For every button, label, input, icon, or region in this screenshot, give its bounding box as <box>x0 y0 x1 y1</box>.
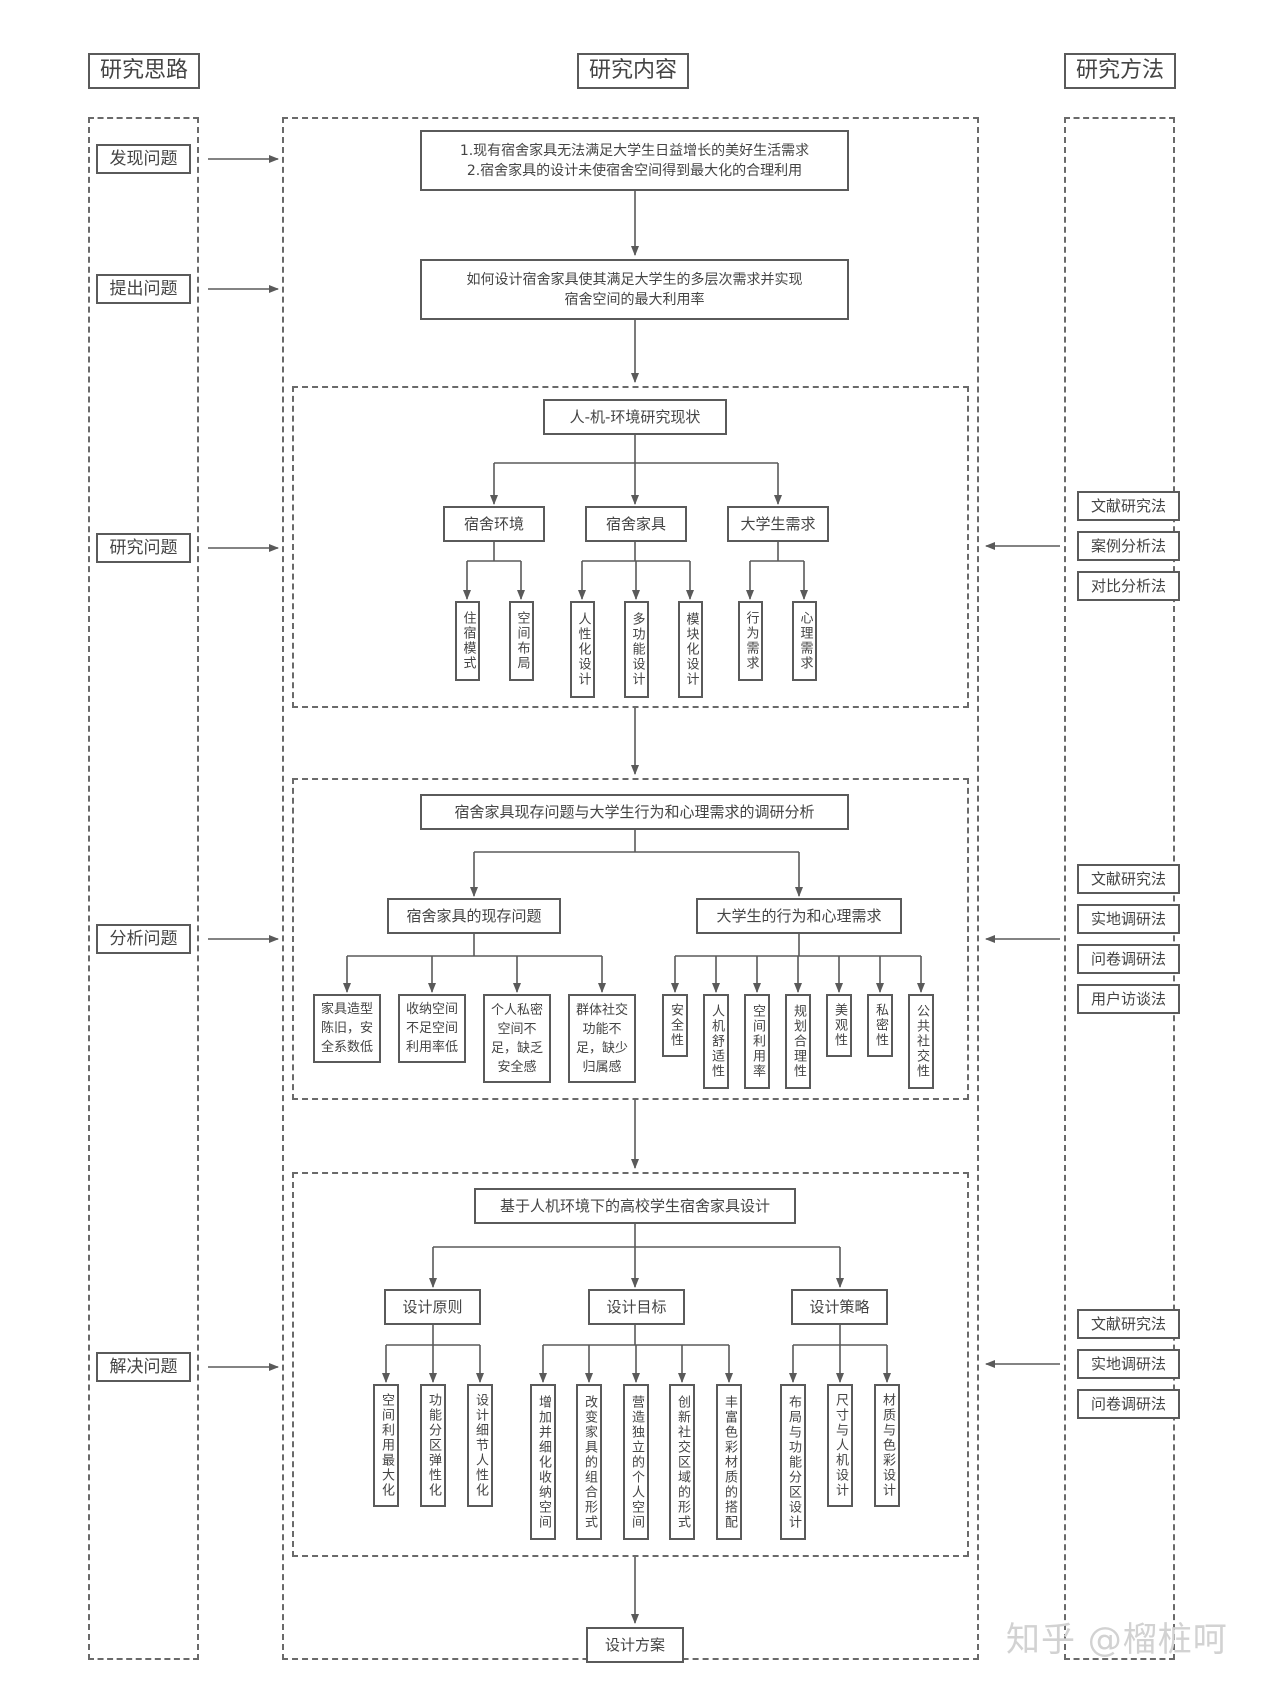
s2-problem-storage: 收纳空间 不足空间 利用率低 <box>398 994 466 1063</box>
s1-method-comparison: 对比分析法 <box>1077 571 1180 601</box>
step-analyze: 分析问题 <box>96 924 191 954</box>
s1-item-humanized-design: 人性化设计 <box>570 601 595 698</box>
s2-problem-3-line-4: 安全感 <box>497 1059 537 1075</box>
s3-strategy-size-ergonomics: 尺寸与人机设计 <box>827 1384 853 1507</box>
s2-need-space-utilization: 空间利用率 <box>744 994 770 1089</box>
s1-item-psych-needs: 心理需求 <box>792 601 817 681</box>
problem-box: 1.现有宿舍家具无法满足大学生日益增长的美好生活需求 2.宿舍家具的设计未使宿舍… <box>420 130 849 191</box>
s2-need-public-social: 公共社交性 <box>908 994 934 1089</box>
section2-title: 宿舍家具现存问题与大学生行为和心理需求的调研分析 <box>420 794 849 830</box>
s2-method-literature: 文献研究法 <box>1077 864 1180 894</box>
s1-item-behavior-needs: 行为需求 <box>738 601 763 681</box>
s3-strategy-layout-zoning: 布局与功能分区设计 <box>780 1384 806 1540</box>
s3-principle-humanized-detail: 设计细节人性化 <box>467 1384 493 1507</box>
s2-problem-4-line-4: 归属感 <box>582 1059 622 1075</box>
left-column-frame <box>88 117 199 1660</box>
final-design-plan: 设计方案 <box>586 1627 684 1663</box>
question-box: 如何设计宿舍家具使其满足大学生的多层次需求并实现 宿舍空间的最大利用率 <box>420 259 849 320</box>
center-column-header: 研究内容 <box>577 53 689 89</box>
section3-title: 基于人机环境下的高校学生宿舍家具设计 <box>474 1188 796 1224</box>
s2-problem-4-line-2: 功能不 <box>582 1021 622 1037</box>
s1-group-needs: 大学生需求 <box>727 506 829 542</box>
s3-strategy-material-color: 材质与色彩设计 <box>874 1384 900 1507</box>
s1-group-furniture: 宿舍家具 <box>585 506 687 542</box>
s2-need-planning-rationality: 规划合理性 <box>785 994 811 1089</box>
s2-problem-1-line-3: 全系数低 <box>320 1040 373 1055</box>
s3-method-field-survey: 实地调研法 <box>1077 1349 1180 1379</box>
s3-goal-social-area: 创新社交区域的形式 <box>669 1384 695 1540</box>
s1-group-environment: 宿舍环境 <box>443 506 545 542</box>
s2-need-ergonomic-comfort: 人机舒适性 <box>703 994 729 1089</box>
s2-method-questionnaire: 问卷调研法 <box>1077 944 1180 974</box>
right-column-header: 研究方法 <box>1064 53 1176 89</box>
step-propose: 提出问题 <box>96 274 191 304</box>
left-column-header: 研究思路 <box>88 53 200 89</box>
s2-need-safety: 安全性 <box>662 994 688 1057</box>
s3-goal-storage: 增加并细化收纳空间 <box>530 1384 556 1540</box>
s3-principle-flexible-zoning: 功能分区弹性化 <box>420 1384 446 1507</box>
s2-group-problems: 宿舍家具的现存问题 <box>387 898 561 934</box>
section3-frame <box>292 1172 969 1557</box>
s1-item-space-layout: 空间布局 <box>509 601 534 681</box>
s3-group-principles: 设计原则 <box>384 1289 481 1325</box>
s2-problem-2-line-3: 利用率低 <box>405 1040 458 1055</box>
step-research: 研究问题 <box>96 533 191 563</box>
step-discover: 发现问题 <box>96 144 191 174</box>
s3-method-literature: 文献研究法 <box>1077 1309 1180 1339</box>
s3-goal-combination: 改变家具的组合形式 <box>576 1384 602 1540</box>
s1-method-case-analysis: 案例分析法 <box>1077 531 1180 561</box>
s2-problem-privacy: 个人私密 空间不 足，缺乏 安全感 <box>483 994 551 1083</box>
s3-goal-color-material: 丰富色彩材质的搭配 <box>716 1384 742 1540</box>
s1-item-living-mode: 住宿模式 <box>455 601 480 681</box>
s2-problem-1-line-2: 陈旧，安 <box>320 1021 373 1036</box>
zhihu-watermark: 知乎 @榴桩呵 <box>1006 1620 1228 1660</box>
s2-method-field-survey: 实地调研法 <box>1077 904 1180 934</box>
problem-line-2: 2.宿舍家具的设计未使宿舍空间得到最大化的合理利用 <box>466 162 803 179</box>
s2-problem-outdated-style: 家具造型 陈旧，安 全系数低 <box>313 994 381 1063</box>
s2-method-user-interview: 用户访谈法 <box>1077 984 1180 1014</box>
section2-frame <box>292 778 969 1100</box>
s2-problem-3-line-2: 空间不 <box>497 1021 537 1037</box>
s3-method-questionnaire: 问卷调研法 <box>1077 1389 1180 1419</box>
s3-goal-private-space: 营造独立的个人空间 <box>623 1384 649 1540</box>
s3-group-strategies: 设计策略 <box>791 1289 888 1325</box>
s2-problem-2-line-1: 收纳空间 <box>405 1002 458 1017</box>
s2-problem-1-line-1: 家具造型 <box>320 1002 373 1017</box>
s3-principle-space-max: 空间利用最大化 <box>373 1384 399 1507</box>
s2-problem-3-line-1: 个人私密 <box>490 1002 543 1018</box>
section1-frame <box>292 386 969 708</box>
s2-problem-3-line-3: 足，缺乏 <box>490 1040 543 1056</box>
s2-problem-4-line-3: 足，缺少 <box>575 1040 628 1056</box>
question-line-1: 如何设计宿舍家具使其满足大学生的多层次需求并实现 <box>466 271 803 288</box>
step-solve: 解决问题 <box>96 1352 191 1382</box>
s2-need-privacy: 私密性 <box>867 994 893 1057</box>
s1-method-literature: 文献研究法 <box>1077 491 1180 521</box>
s2-problem-2-line-2: 不足空间 <box>405 1021 458 1036</box>
s2-group-behavior-psych: 大学生的行为和心理需求 <box>696 898 902 934</box>
section1-title: 人-机-环境研究现状 <box>543 399 727 435</box>
s2-problem-social: 群体社交 功能不 足，缺少 归属感 <box>568 994 636 1083</box>
s2-need-aesthetics: 美观性 <box>826 994 852 1057</box>
question-line-2: 宿舍空间的最大利用率 <box>564 291 705 308</box>
s2-problem-4-line-1: 群体社交 <box>575 1002 628 1018</box>
s1-item-modular-design: 模块化设计 <box>678 601 703 698</box>
s1-item-multifunction-design: 多功能设计 <box>624 601 649 698</box>
s3-group-goals: 设计目标 <box>588 1289 685 1325</box>
problem-line-1: 1.现有宿舍家具无法满足大学生日益增长的美好生活需求 <box>459 142 810 159</box>
